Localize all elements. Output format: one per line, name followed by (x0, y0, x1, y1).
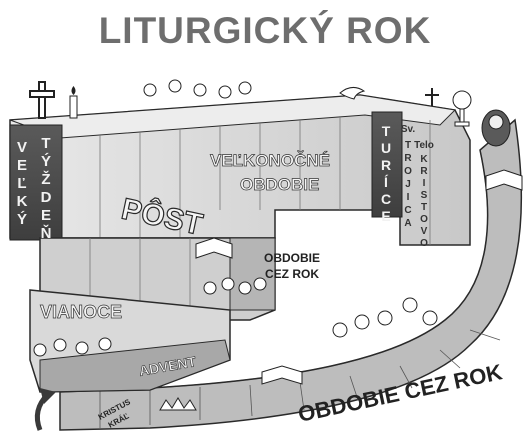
svg-text:E: E (41, 207, 51, 224)
svg-text:K: K (17, 193, 28, 210)
svg-text:Ž: Ž (41, 170, 50, 188)
svg-text:OBDOBIE: OBDOBIE (240, 175, 319, 194)
svg-text:Ň: Ň (41, 224, 52, 242)
svg-text:E: E (17, 157, 27, 174)
svg-text:O: O (420, 214, 428, 225)
svg-text:Ý: Ý (41, 152, 51, 170)
jesus-figure-icon (482, 110, 510, 146)
curved-arrow-icon (37, 388, 56, 430)
svg-text:U: U (381, 140, 391, 156)
svg-text:O: O (420, 238, 428, 249)
svg-text:T: T (405, 140, 411, 151)
svg-text:S: S (421, 190, 428, 201)
candle-icon (70, 86, 77, 118)
svg-text:CEZ ROK: CEZ ROK (265, 267, 319, 281)
svg-text:Telo: Telo (414, 140, 434, 151)
svg-text:V: V (421, 226, 428, 237)
svg-text:T: T (382, 123, 391, 139)
small-cross-icon (425, 88, 439, 106)
svg-text:O: O (404, 166, 412, 177)
stairs-upper (10, 95, 470, 245)
svg-text:C: C (381, 191, 391, 207)
svg-text:T: T (421, 202, 427, 213)
svg-text:K: K (420, 154, 428, 165)
svg-text:Ľ: Ľ (17, 175, 26, 192)
svg-text:E: E (381, 208, 390, 224)
svg-text:A: A (404, 218, 411, 229)
svg-text:I: I (423, 178, 426, 189)
svg-text:VEĽKONOČNÉ: VEĽKONOČNÉ (210, 151, 330, 170)
svg-text:R: R (420, 166, 428, 177)
svg-text:R: R (381, 157, 391, 173)
svg-text:OBDOBIE: OBDOBIE (264, 251, 320, 265)
svg-text:D: D (41, 189, 52, 206)
svg-text:Ý: Ý (17, 210, 27, 228)
svg-text:I: I (407, 192, 410, 203)
svg-text:T: T (41, 135, 50, 152)
svg-text:V: V (17, 139, 27, 156)
svg-text:Sv.: Sv. (401, 124, 415, 135)
svg-text:R: R (404, 153, 412, 164)
label-vianoce: VIANOCE (40, 302, 122, 322)
cross-icon (30, 82, 54, 118)
svg-text:J: J (405, 179, 411, 190)
svg-text:C: C (404, 205, 411, 216)
